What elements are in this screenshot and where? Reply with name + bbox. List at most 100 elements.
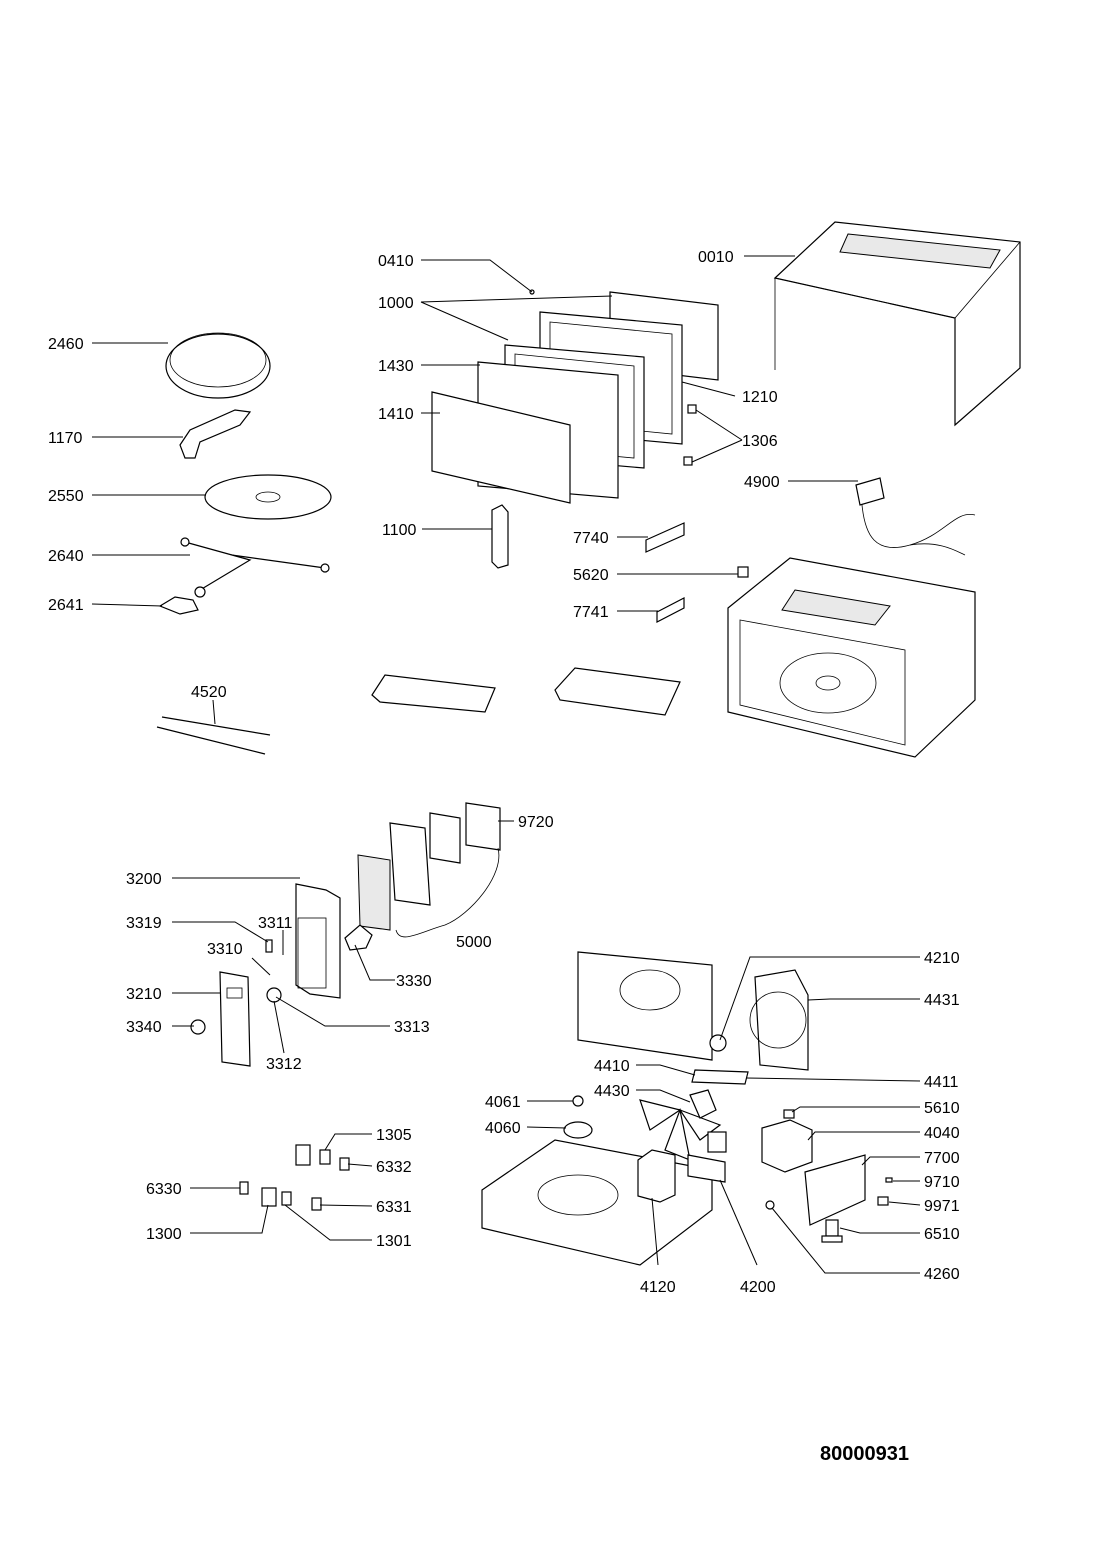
label-9971: 9971 <box>924 1198 960 1215</box>
part-7700-bracket <box>804 1154 866 1226</box>
label-1306: 1306 <box>742 433 778 450</box>
part-7741-bracket <box>656 597 685 623</box>
label-4060: 4060 <box>485 1120 521 1137</box>
part-1306-hinges <box>683 404 697 466</box>
leader-lines <box>91 255 921 1274</box>
part-1410-door-front <box>431 361 619 504</box>
label-6332: 6332 <box>376 1159 412 1176</box>
label-2550: 2550 <box>48 488 84 505</box>
part-1301-switch <box>281 1191 292 1206</box>
part-4520-heater-rods <box>156 716 271 755</box>
label-4430: 4430 <box>594 1083 630 1100</box>
label-4520: 4520 <box>191 684 227 701</box>
label-7741: 7741 <box>573 604 609 621</box>
part-9971-clip <box>877 1196 889 1206</box>
label-3310: 3310 <box>207 941 243 958</box>
label-1301: 1301 <box>376 1233 412 1250</box>
document-number: 80000931 <box>820 1443 909 1465</box>
label-2640: 2640 <box>48 548 84 565</box>
label-4040: 4040 <box>924 1125 960 1142</box>
label-6330: 6330 <box>146 1181 182 1198</box>
part-9720-control-pcb <box>357 802 501 931</box>
label-4061: 4061 <box>485 1094 521 1111</box>
part-wave-guide-cover <box>554 667 681 716</box>
part-1305-switch-b <box>319 1149 331 1165</box>
label-3311: 3311 <box>258 915 293 932</box>
part-1170-handle <box>179 409 252 459</box>
part-base-plate <box>481 1139 713 1266</box>
part-3210-keypad-panel <box>219 971 251 1067</box>
part-4431-fan-bracket <box>749 969 809 1071</box>
label-9720: 9720 <box>518 814 554 831</box>
label-4120: 4120 <box>640 1279 676 1296</box>
label-1410: 1410 <box>378 406 414 423</box>
part-grill-assembly <box>371 674 496 713</box>
part-0010-cabinet <box>773 221 1021 427</box>
label-4900: 4900 <box>744 474 780 491</box>
part-4410-motor-plate <box>691 1069 749 1085</box>
label-4410: 4410 <box>594 1058 630 1075</box>
label-2460: 2460 <box>48 336 84 353</box>
part-2550-turntable-plate <box>204 474 332 520</box>
label-1305: 1305 <box>376 1127 412 1144</box>
label-0410: 0410 <box>378 253 414 270</box>
label-3210: 3210 <box>126 986 162 1003</box>
part-4060-turntable-motor <box>563 1121 593 1139</box>
label-5620: 5620 <box>573 567 609 584</box>
label-4411: 4411 <box>924 1074 959 1091</box>
part-3340-knob <box>190 1019 206 1035</box>
part-9710-screw <box>885 1177 893 1183</box>
label-3319: 3319 <box>126 915 162 932</box>
label-7740: 7740 <box>573 530 609 547</box>
part-6331-microswitch <box>311 1197 322 1211</box>
label-6510: 6510 <box>924 1226 960 1243</box>
part-3313-encoder <box>266 987 282 1003</box>
part-4260-thermostat <box>765 1200 775 1210</box>
part-4061-motor-cap <box>572 1095 584 1107</box>
part-6330-microswitch <box>239 1181 249 1195</box>
label-3330: 3330 <box>396 973 432 990</box>
label-1100: 1100 <box>382 522 417 539</box>
label-4431: 4431 <box>924 992 960 1009</box>
label-5000: 5000 <box>456 934 492 951</box>
part-3319-spring <box>265 939 273 953</box>
part-4900-power-cord <box>855 477 976 556</box>
label-1170: 1170 <box>48 430 83 447</box>
label-9710: 9710 <box>924 1174 960 1191</box>
label-4260: 4260 <box>924 1266 960 1283</box>
part-5610-fuse <box>783 1109 795 1119</box>
part-4210-back-plate <box>577 951 713 1061</box>
part-labels: 0010 0410 1000 1430 1410 1210 1306 2460 … <box>48 249 960 1296</box>
part-5620-switch <box>737 566 749 578</box>
part-oven-cavity <box>727 557 976 758</box>
part-5000-wiring-harness <box>395 847 500 938</box>
label-1300: 1300 <box>146 1226 182 1243</box>
part-3200-control-panel <box>295 883 341 999</box>
label-7700: 7700 <box>924 1150 960 1167</box>
part-6332-microswitch <box>339 1157 350 1171</box>
part-4411-fan-motor <box>709 1034 727 1052</box>
part-6510-lamp <box>821 1219 843 1243</box>
label-1210: 1210 <box>742 389 778 406</box>
part-1305-switch <box>295 1144 311 1166</box>
part-4200-capacitor <box>687 1131 727 1183</box>
part-2641-coupler <box>158 596 199 615</box>
part-2460-crisp-plate <box>165 332 271 399</box>
label-4210: 4210 <box>924 950 960 967</box>
label-4200: 4200 <box>740 1279 776 1296</box>
part-4040-magnetron <box>761 1119 813 1173</box>
part-1300-switch <box>261 1187 277 1207</box>
label-1000: 1000 <box>378 295 414 312</box>
part-3330-bracket <box>344 924 373 951</box>
label-1430: 1430 <box>378 358 414 375</box>
part-7740-bracket <box>645 522 685 553</box>
label-6331: 6331 <box>376 1199 412 1216</box>
label-3340: 3340 <box>126 1019 162 1036</box>
label-0010: 0010 <box>698 249 734 266</box>
label-5610: 5610 <box>924 1100 960 1117</box>
part-1100-latch <box>491 504 509 569</box>
label-2641: 2641 <box>48 597 84 614</box>
part-2640-roller-support <box>180 537 330 598</box>
part-4120-transformer <box>637 1149 676 1203</box>
